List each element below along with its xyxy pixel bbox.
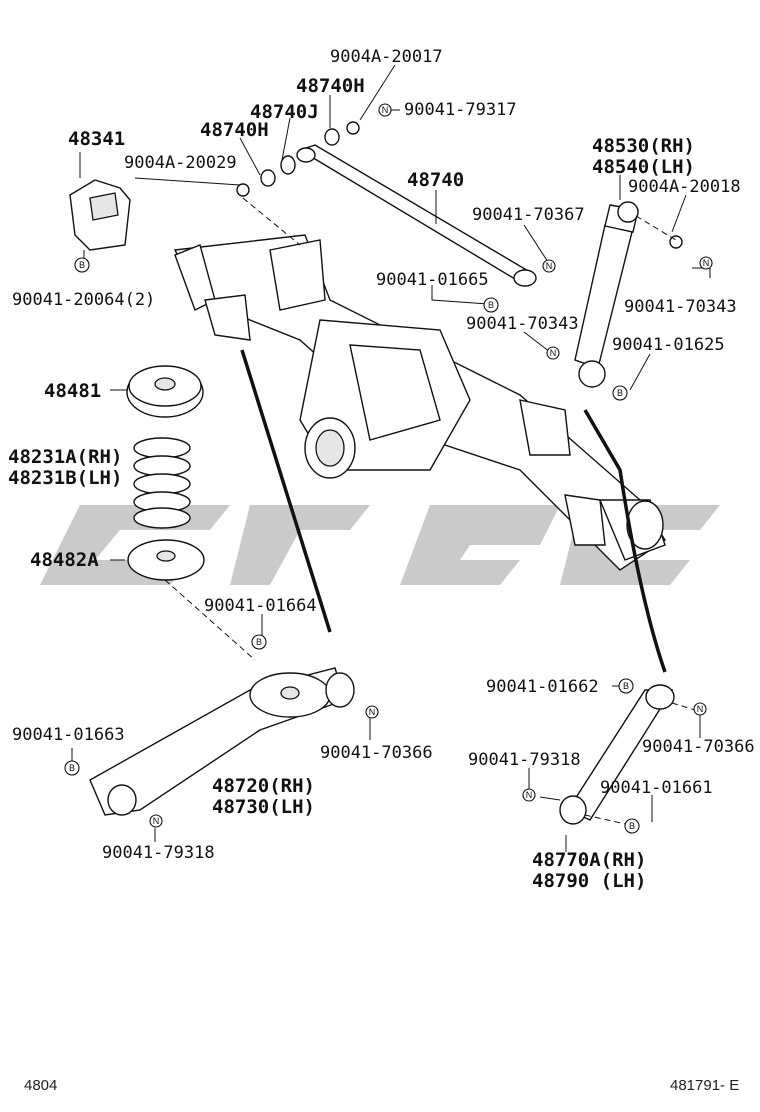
label-9004A-20029: 9004A-20029: [124, 153, 237, 173]
label-48231A: 48231A(RH): [8, 446, 122, 468]
bolt-icon: B: [618, 678, 634, 694]
svg-text:B: B: [256, 637, 262, 647]
nut-icon: N: [542, 259, 556, 273]
svg-text:N: N: [369, 707, 376, 717]
nut-icon: N: [546, 346, 560, 360]
label-9004A-20018: 9004A-20018: [628, 177, 741, 197]
lateral-rod: [236, 121, 537, 287]
label-48231B: 48231B(LH): [8, 467, 122, 489]
svg-text:B: B: [69, 763, 75, 773]
fastener-symbols: B N N B N N B B N B N B N N B: [64, 103, 713, 834]
label-90041-01661: 90041-01661: [600, 778, 713, 798]
label-90041-01665: 90041-01665: [376, 270, 489, 290]
leader-lines: [71, 64, 711, 852]
label-48790: 48790 (LH): [532, 870, 646, 892]
bolt-icon: B: [624, 818, 640, 834]
svg-text:B: B: [623, 681, 629, 691]
label-48481: 48481: [44, 380, 101, 402]
label-90041-01664: 90041-01664: [204, 596, 317, 616]
svg-text:N: N: [546, 261, 553, 271]
svg-text:N: N: [697, 704, 704, 714]
nut-icon: N: [365, 705, 379, 719]
leader-line: [583, 409, 667, 673]
svg-text:B: B: [617, 388, 623, 398]
label-90041-79318-left: 90041-79318: [102, 843, 215, 863]
footer-page-code: 4804: [24, 1077, 57, 1094]
label-90041-70366-left: 90041-70366: [320, 743, 433, 763]
label-48770A: 48770A(RH): [532, 849, 646, 871]
svg-text:N: N: [703, 258, 710, 268]
label-48730: 48730(LH): [212, 796, 315, 818]
label-90041-70343-mid: 90041-70343: [466, 314, 579, 334]
nut-icon: N: [522, 788, 536, 802]
label-48740J: 48740J: [250, 101, 319, 123]
label-48740H-top: 48740H: [296, 75, 365, 97]
svg-text:N: N: [550, 348, 557, 358]
label-90041-70366-right: 90041-70366: [642, 737, 755, 757]
label-90041-79317: 90041-79317: [404, 100, 517, 120]
label-90041-01662: 90041-01662: [486, 677, 599, 697]
bolt-icon: B: [612, 385, 628, 401]
footer-figure-id: 481791- E: [670, 1077, 739, 1094]
upper-control-arm: [559, 684, 696, 826]
label-48341: 48341: [68, 128, 125, 150]
svg-text:N: N: [382, 105, 389, 115]
bolt-icon: B: [64, 760, 80, 776]
bolt-icon: B: [483, 297, 499, 313]
label-48740: 48740: [407, 169, 464, 191]
label-90041-01625: 90041-01625: [612, 335, 725, 355]
label-48720: 48720(RH): [212, 775, 315, 797]
label-90041-70343-right: 90041-70343: [624, 297, 737, 317]
coil-spring: [133, 437, 191, 529]
label-48540: 48540(LH): [592, 156, 695, 178]
label-48482A: 48482A: [30, 549, 99, 571]
nut-icon: N: [149, 814, 163, 828]
part-labels: 48341 90041-20064(2) 9004A-20017 48740H …: [8, 47, 755, 892]
spring-seat-lower: [127, 539, 256, 661]
axle-housing: [173, 234, 666, 571]
label-90041-70367: 90041-70367: [472, 205, 585, 225]
svg-text:B: B: [629, 821, 635, 831]
label-90041-01663: 90041-01663: [12, 725, 125, 745]
spring-seat-upper: [126, 365, 204, 418]
nut-icon: N: [699, 256, 713, 270]
svg-text:B: B: [79, 260, 85, 270]
bolt-icon: B: [74, 257, 90, 273]
leader-line: [240, 349, 332, 633]
shock-absorber: [574, 201, 683, 388]
nut-icon: N: [693, 702, 707, 716]
label-90041-20064: 90041-20064(2): [12, 290, 155, 310]
label-48740H: 48740H: [200, 119, 269, 141]
svg-text:N: N: [526, 790, 533, 800]
bump-stopper: [69, 179, 131, 262]
label-90041-79318-right: 90041-79318: [468, 750, 581, 770]
lower-control-arm: [89, 667, 355, 816]
svg-text:B: B: [488, 300, 494, 310]
bolt-icon: B: [251, 634, 267, 650]
label-48530: 48530(RH): [592, 135, 695, 157]
label-9004A-20017: 9004A-20017: [330, 47, 443, 67]
nut-icon: N: [378, 103, 392, 117]
svg-text:N: N: [153, 816, 160, 826]
